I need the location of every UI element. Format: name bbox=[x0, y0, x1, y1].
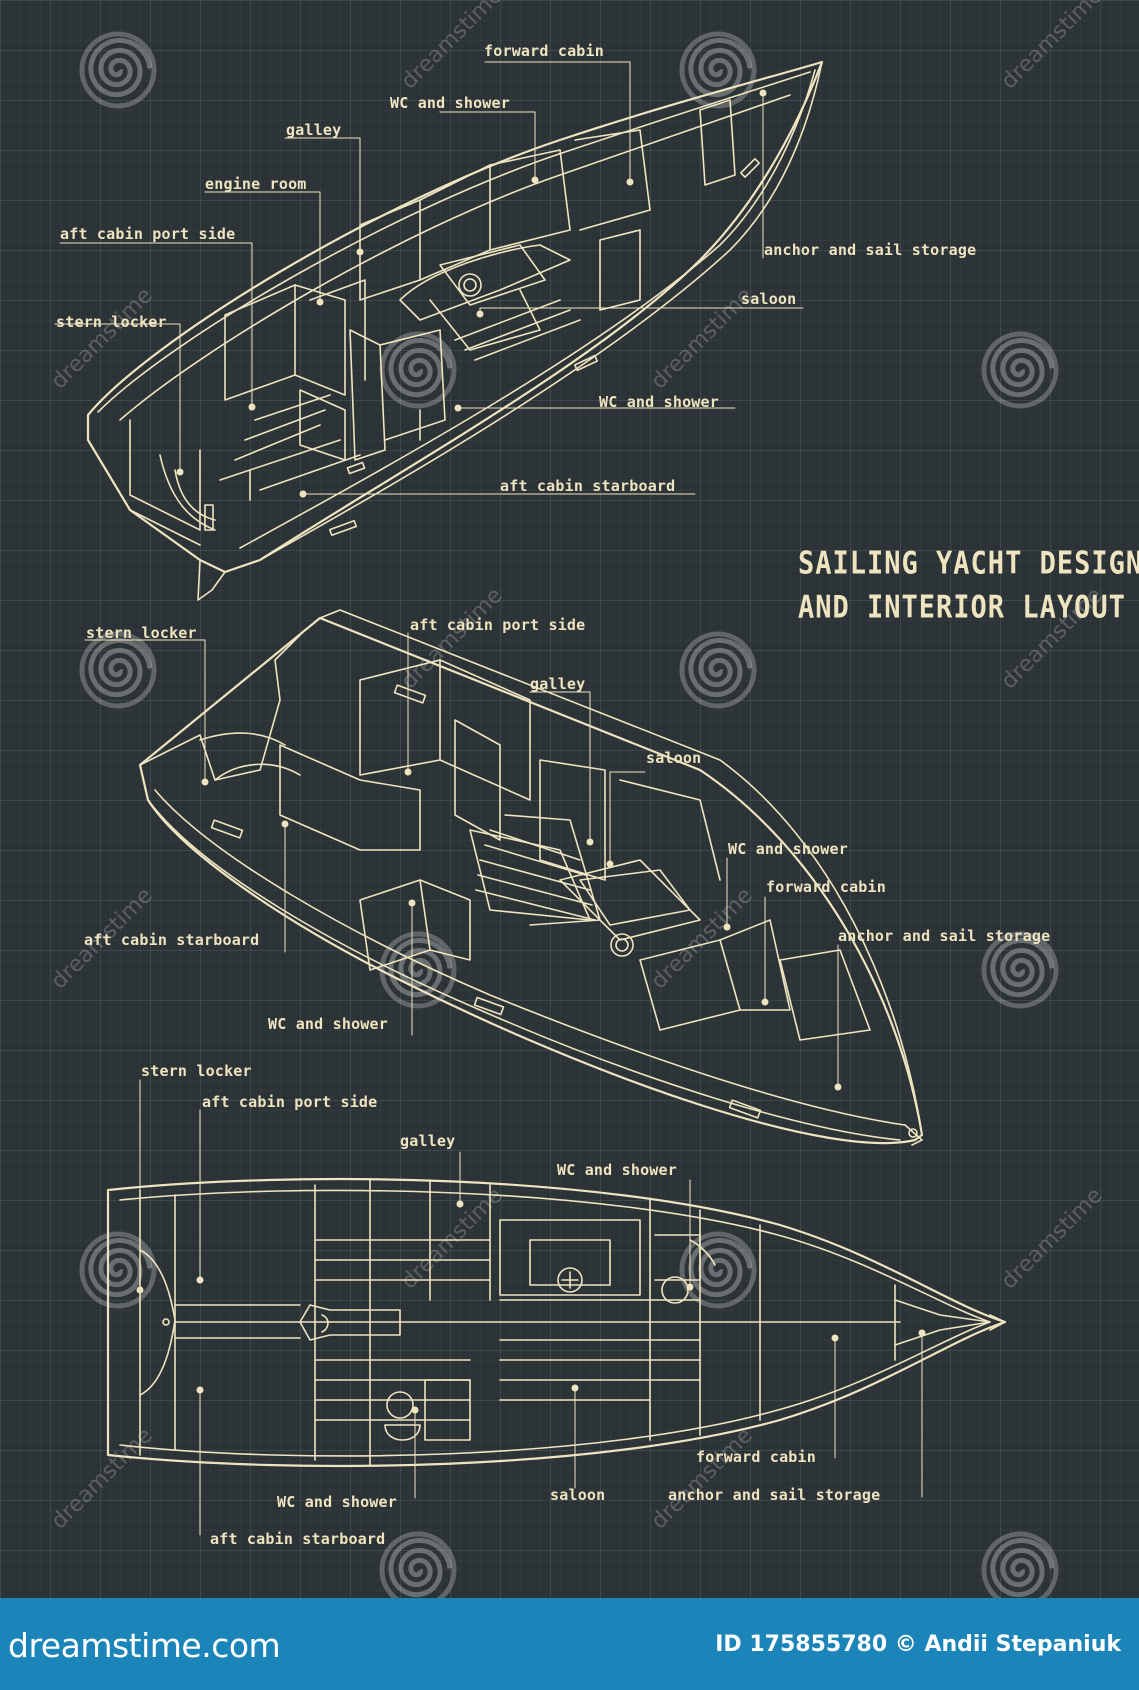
top-perspective-hull bbox=[86, 60, 824, 601]
label-aft-cabin-port: aft cabin port side bbox=[202, 1093, 378, 1111]
watermark-spiral-icon bbox=[679, 31, 757, 109]
label-anchor-sail-storage: anchor and sail storage bbox=[668, 1486, 881, 1504]
watermark-spiral-icon bbox=[679, 631, 757, 709]
label-wc-shower: WC and shower bbox=[277, 1493, 397, 1511]
label-galley: galley bbox=[286, 121, 342, 139]
page-title-line-2: AND INTERIOR LAYOUT bbox=[798, 589, 1126, 626]
label-forward-cabin: forward cabin bbox=[696, 1448, 816, 1466]
watermark-spiral-icon bbox=[79, 1231, 157, 1309]
middle-perspective-hull bbox=[138, 609, 924, 1146]
label-anchor-sail-storage: anchor and sail storage bbox=[764, 241, 977, 259]
label-aft-cabin-starboard: aft cabin starboard bbox=[500, 477, 676, 495]
watermark-spiral-icon bbox=[79, 31, 157, 109]
label-engine-room: engine room bbox=[205, 175, 307, 193]
watermark-spiral-icon bbox=[379, 1531, 457, 1598]
label-stern-locker: stern locker bbox=[141, 1062, 252, 1080]
footer-bar: dreamstime.com ID 175855780 © Andii Step… bbox=[0, 1598, 1139, 1690]
label-saloon: saloon bbox=[741, 290, 797, 308]
label-stern-locker: stern locker bbox=[86, 624, 197, 642]
watermark-spiral-icon bbox=[79, 631, 157, 709]
yacht-drawings bbox=[54, 60, 1007, 1536]
plan-view-hull bbox=[106, 1177, 1007, 1468]
label-aft-cabin-starboard: aft cabin starboard bbox=[84, 931, 260, 949]
label-galley: galley bbox=[530, 675, 586, 693]
watermark-spiral-icon bbox=[981, 931, 1059, 1009]
watermark-spiral-icon bbox=[981, 1531, 1059, 1598]
label-aft-cabin-starboard: aft cabin starboard bbox=[210, 1530, 386, 1548]
footer-brand[interactable]: dreamstime.com bbox=[8, 1626, 281, 1665]
label-saloon: saloon bbox=[550, 1486, 606, 1504]
label-wc-shower: WC and shower bbox=[557, 1161, 677, 1179]
label-forward-cabin: forward cabin bbox=[484, 42, 604, 60]
leader-lines bbox=[54, 61, 926, 1536]
page-title-line-1: SAILING YACHT DESIGN bbox=[798, 545, 1139, 582]
label-galley: galley bbox=[400, 1132, 456, 1150]
footer-image-id: ID 175855780 © Andii Stepaniuk bbox=[715, 1632, 1121, 1657]
watermark-spiral-icon bbox=[379, 331, 457, 409]
watermark-spiral-icon bbox=[679, 1231, 757, 1309]
label-wc-shower: WC and shower bbox=[268, 1015, 388, 1033]
label-wc-shower: WC and shower bbox=[390, 94, 510, 112]
label-wc-shower: WC and shower bbox=[599, 393, 719, 411]
watermark-spiral-icon bbox=[981, 331, 1059, 409]
label-aft-cabin-port: aft cabin port side bbox=[410, 616, 586, 634]
label-aft-cabin-port: aft cabin port side bbox=[60, 225, 236, 243]
label-saloon: saloon bbox=[646, 749, 702, 767]
label-anchor-sail-storage: anchor and sail storage bbox=[838, 927, 1051, 945]
label-wc-shower: WC and shower bbox=[728, 840, 848, 858]
label-forward-cabin: forward cabin bbox=[766, 878, 886, 896]
label-stern-locker: stern locker bbox=[56, 313, 167, 331]
